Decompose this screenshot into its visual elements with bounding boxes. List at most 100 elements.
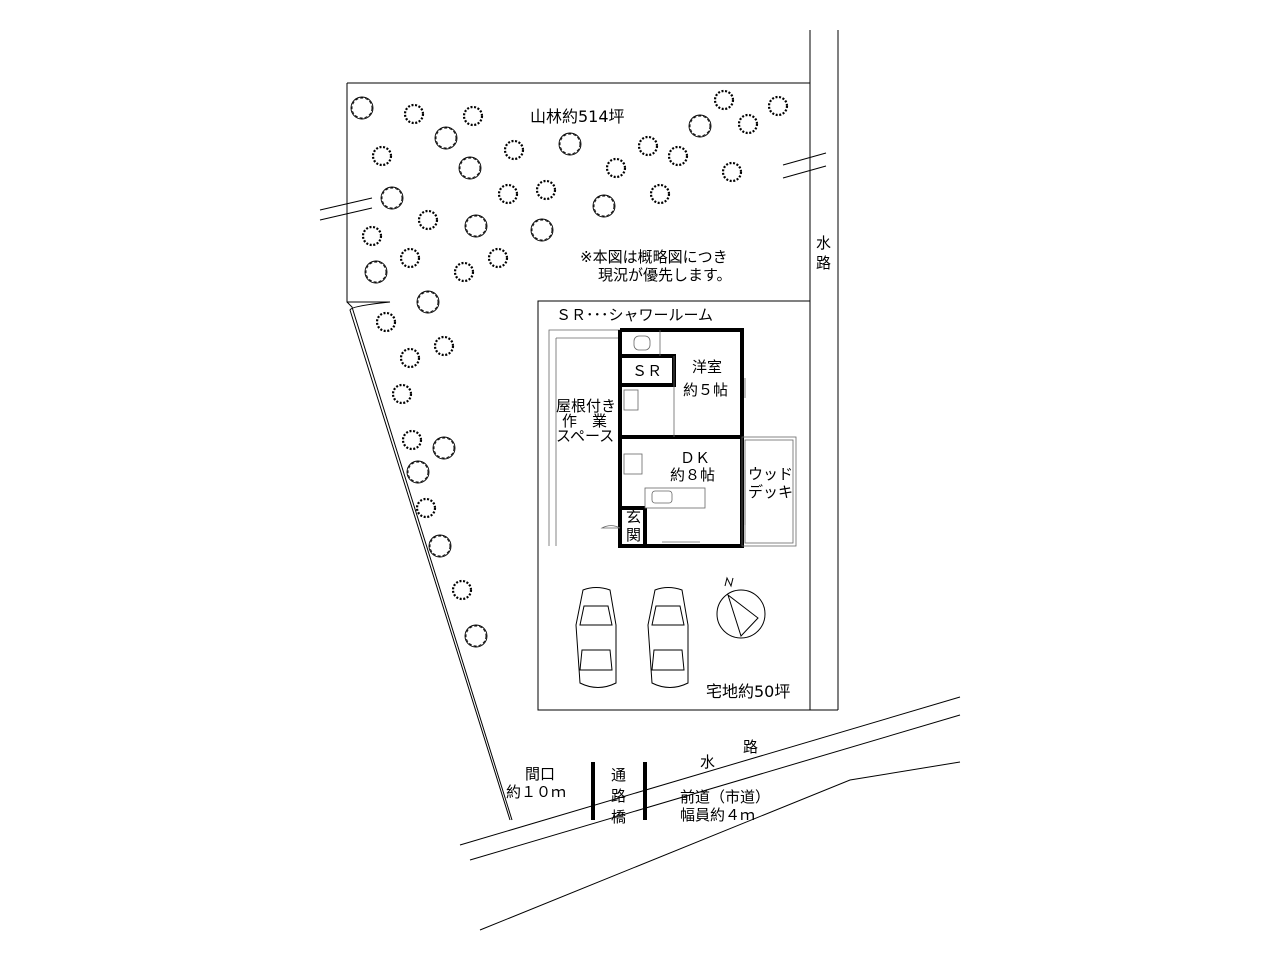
tree-symbol-outline [417,291,439,313]
covered-work-space-outline [548,329,620,546]
tree-symbol [428,534,452,558]
tree-symbol [433,335,455,357]
tree-symbol-outline [429,535,451,557]
tree-symbol [592,194,616,218]
tree-symbol-outline [531,219,553,241]
dk-size: 約８帖 [670,466,715,484]
tree-symbol-outline [433,437,455,459]
waterway-right-bridge-1 [782,152,827,166]
frontage-label-2: 約１０ｍ [506,783,566,801]
tree-symbol [416,290,440,314]
sr-legend: ＳＲ･･･シャワールーム [556,306,713,324]
tree-symbol [371,145,393,167]
tree-symbol [721,161,743,183]
waterway-right-bridge-2 [782,165,827,179]
tree-symbol [737,113,759,135]
tree-symbol-outline [559,133,581,155]
bridge-label-3: 橋 [611,808,626,826]
forest-lot-left-boundary [346,301,513,821]
left-path-line-1 [319,197,373,211]
wood-deck-label-2: デッキ [748,483,793,501]
waterway-bottom-label-1: 水 [700,753,715,771]
tree-symbol [403,103,425,125]
tree-symbol [415,497,437,519]
tree-symbol [713,89,735,111]
tree-symbol-outline [407,461,429,483]
forest-trees [350,89,789,648]
forest-area-label: 山林約514坪 [530,107,625,126]
tree-symbol [350,96,374,120]
front-road-label-1: 前道（市道） [680,788,770,806]
tree-symbol [432,436,456,460]
tree-symbol [375,311,397,333]
kitchen-sink [651,490,673,504]
tree-symbol-outline [435,127,457,149]
waterway-bottom-line-2 [469,714,961,861]
wood-deck-inner [744,439,794,544]
tree-symbol [667,145,689,167]
tree-symbol-outline [689,115,711,137]
tree-symbol-outline [593,195,615,217]
waterway-bottom-label-2: 路 [743,738,758,756]
entrance-door-swing [600,525,621,529]
tree-symbol [399,247,421,269]
left-path-line-2 [319,207,373,221]
tree-symbol [464,624,488,648]
covered-work-label-2: 作 業 [562,412,607,430]
washbasin-fixture [623,389,639,411]
tree-symbol [406,460,430,484]
tree-symbol [453,261,475,283]
tree-symbol [535,179,557,201]
tree-symbol [361,225,383,247]
tree-symbol [434,126,458,150]
north-compass [716,576,766,639]
frontage-label-1: 間口 [525,765,555,783]
tree-symbol [458,156,482,180]
tree-symbol [380,186,404,210]
wood-deck-label-1: ウッド [748,465,793,483]
tree-symbol [497,183,519,205]
tree-symbol-outline [381,187,403,209]
tree-symbol [637,135,659,157]
car-right [647,587,689,688]
front-road-label-2: 幅員約４ｍ [680,806,755,824]
tree-symbol [649,183,671,205]
wood-deck [741,436,797,547]
waterway-right-label-2: 路 [816,254,831,272]
tree-symbol [503,139,525,161]
tree-symbol-outline [459,157,481,179]
tree-symbol-outline [351,97,373,119]
tree-symbol-outline [465,215,487,237]
tree-symbol [364,260,388,284]
kitchen-stove [623,453,643,475]
tree-symbol [530,218,554,242]
tree-symbol-outline [365,261,387,283]
tree-symbol [417,209,439,231]
western-room-label: 洋室 [692,358,722,376]
shower-room-label: ＳＲ [632,362,662,380]
covered-work-label-3: スペース [556,427,614,445]
waterway-bottom-line-1 [459,696,961,846]
tree-symbol [401,429,423,451]
tree-symbol-outline [465,625,487,647]
covered-work-label-1: 屋根付き [556,397,616,415]
tree-symbol [605,157,627,179]
forest-lot-boundary [346,82,838,821]
tree-symbol [451,579,473,601]
bridge-label-2: 路 [611,787,626,805]
toilet-fixture [633,335,651,351]
residential-lot [537,300,811,711]
western-room-size: 約５帖 [683,381,728,399]
tree-symbol [462,105,484,127]
tree-symbol [464,214,488,238]
tree-symbol [767,95,789,117]
note-line-2: 現況が優先します。 [598,266,732,284]
entrance-label-1: 玄 [626,508,641,526]
front-road-line [479,761,961,931]
tree-symbol [391,383,413,405]
waterway-right-label-1: 水 [816,234,831,252]
note-line-1: ※本図は概略図につき [580,248,728,266]
dk-label: ＤＫ [680,449,710,467]
residential-area-label: 宅地約50坪 [706,682,790,701]
